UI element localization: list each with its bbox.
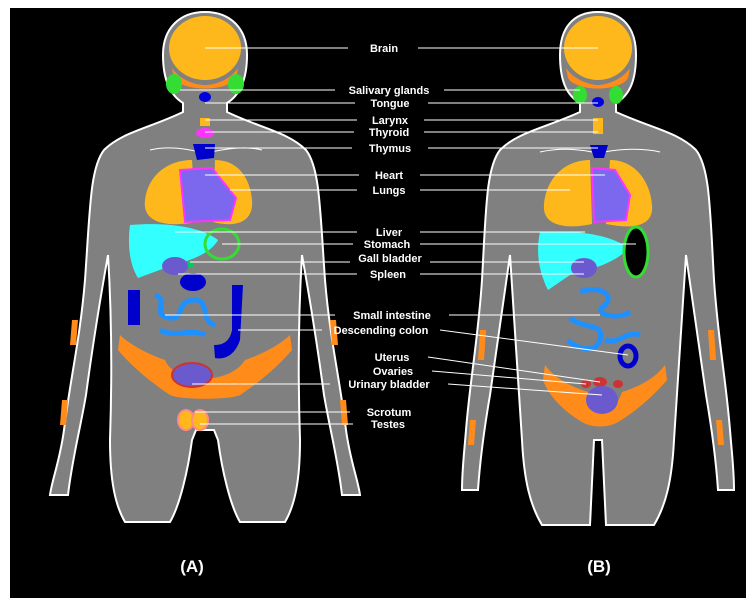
- spleen-b: [571, 258, 597, 278]
- tongue-b: [592, 97, 604, 107]
- label-ovaries: Ovaries: [373, 366, 413, 378]
- ovaries-b-right: [613, 380, 623, 388]
- larynx-a: [200, 118, 210, 126]
- label-testes: Testes: [371, 419, 405, 431]
- tongue-a: [199, 92, 211, 102]
- salivary-glands-a-right: [228, 74, 244, 94]
- label-descending-colon: Descending colon: [334, 325, 429, 337]
- urinary-bladder-b: [586, 386, 618, 414]
- label-larynx: Larynx: [372, 115, 409, 127]
- label-stomach: Stomach: [364, 239, 411, 251]
- label-tongue: Tongue: [371, 98, 410, 110]
- label-thyroid: Thyroid: [369, 127, 409, 139]
- ascending-colon-a: [128, 290, 140, 325]
- label-thymus: Thymus: [369, 143, 411, 155]
- label-heart: Heart: [375, 170, 403, 182]
- salivary-glands-b-left: [573, 86, 587, 104]
- label-brain: Brain: [370, 43, 398, 55]
- thyroid-a: [196, 128, 214, 138]
- label-salivary-glands: Salivary glands: [349, 85, 430, 97]
- panel-label-a: (A): [180, 557, 204, 576]
- label-lungs: Lungs: [373, 185, 406, 197]
- label-small-intestine: Small intestine: [353, 310, 431, 322]
- kidney-a: [180, 273, 206, 291]
- label-gall-bladder: Gall bladder: [358, 253, 422, 265]
- stomach-b: [624, 227, 648, 277]
- label-scrotum: Scrotum: [367, 407, 412, 419]
- testes-a-right: [192, 410, 208, 430]
- label-urinary-bladder: Urinary bladder: [348, 379, 430, 391]
- label-liver: Liver: [376, 227, 403, 239]
- salivary-glands-b-right: [609, 86, 623, 104]
- label-spleen: Spleen: [370, 269, 406, 281]
- urinary-bladder-a: [172, 363, 212, 387]
- spleen-a: [162, 257, 188, 275]
- panel-label-b: (B): [587, 557, 611, 576]
- salivary-glands-a-left: [166, 74, 182, 94]
- label-uterus: Uterus: [375, 352, 410, 364]
